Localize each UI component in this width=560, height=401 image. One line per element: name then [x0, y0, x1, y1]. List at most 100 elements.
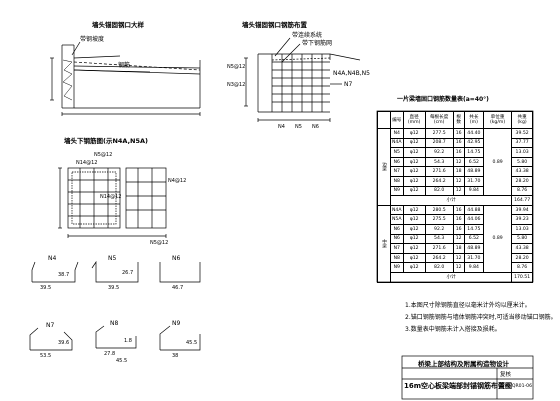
- bend-label-n5: N5: [108, 255, 117, 262]
- table-header-row: 编号直径(mm)每根长度(cm)根数共长(m)单位重(kg/m)共重(kg): [377, 111, 533, 129]
- notes-block: 1.本图尺寸除钢筋直径以毫米计外均以厘米计。 2.锚口钢筋钢筋与墙体钢筋冲突时,…: [405, 300, 557, 336]
- layout-col-mark-3: N6: [312, 124, 319, 130]
- table-cell: φ12: [402, 252, 426, 264]
- table-group-label: 中梁: [377, 204, 391, 283]
- table-cell: φ12: [402, 156, 426, 168]
- table-cell: φ12: [402, 185, 426, 197]
- table-cell: N8: [390, 175, 404, 187]
- layout-col-mark-1: N4: [278, 124, 285, 130]
- table-cell: φ12: [402, 233, 426, 245]
- layout-mark-left-2: N3@12: [227, 82, 246, 88]
- table-cell: N9: [390, 262, 404, 273]
- table-cell: 12: [452, 233, 465, 245]
- table-header-cell: [377, 111, 391, 129]
- table-cell: 9.84: [463, 262, 484, 273]
- table-cell: 92.2: [424, 147, 454, 158]
- bend-dim-n6-a: 46.7: [172, 285, 184, 291]
- table-cell: φ12: [402, 175, 426, 187]
- bend-dim-n5-b: 26.7: [122, 270, 134, 276]
- table-cell: 28.20: [511, 252, 533, 264]
- layout-mark-left-1: N5@12: [227, 64, 246, 70]
- section-view-title: 墙头下钢筋图(示N4A,N5A): [64, 137, 149, 145]
- sheet-title: 16m空心板梁端部封锚钢筋布置图: [404, 382, 513, 390]
- layout-callout-a: 带连续系统: [292, 32, 323, 39]
- table-cell: 280.5: [424, 204, 454, 216]
- table-cell: 54.3: [424, 233, 454, 245]
- table-cell: 16: [452, 128, 465, 139]
- table-cell: N4: [390, 128, 404, 139]
- table-cell: 31.70: [463, 175, 484, 187]
- table-cell: 48.89: [463, 166, 484, 177]
- table-header-cell: 共长(m): [463, 111, 484, 129]
- table-cell: 28.20: [511, 175, 533, 187]
- table-cell: 43.38: [511, 243, 533, 254]
- project-name: 桥梁上部结构及附属构造物设计: [418, 360, 509, 368]
- table-cell: 12: [452, 252, 465, 264]
- table-cell: 6.52: [463, 156, 484, 168]
- table-cell: 16: [452, 147, 465, 158]
- table-cell: 92.2: [424, 223, 454, 235]
- layout-col-mark-2: N5: [295, 124, 302, 130]
- table-cell: N4A: [390, 204, 404, 216]
- table-title: 一片梁墙固口钢筋数量表(a=40°): [397, 96, 489, 103]
- bend-dim-n9-a: 38: [172, 353, 179, 359]
- bend-dim-n9-b: 45.5: [186, 340, 198, 346]
- table-cell: 44.88: [463, 204, 484, 216]
- table-cell: 16: [452, 214, 465, 225]
- subtotal-value: 170.51: [511, 271, 533, 283]
- table-cell: N5: [390, 147, 404, 158]
- table-cell: 13.03: [511, 147, 533, 158]
- table-cell: 37.77: [511, 137, 533, 149]
- table-cell: 39.23: [511, 214, 533, 225]
- table-cell: 48.89: [463, 243, 484, 254]
- detail-callout-rebar: 钢筋: [118, 62, 131, 69]
- table-cell: 12: [452, 262, 465, 273]
- bend-dim-n7-a: 53.5: [40, 353, 52, 359]
- drawing-number: GS45/QR01-06: [498, 384, 533, 389]
- table-cell: 39.52: [511, 128, 533, 139]
- table-cell: φ12: [402, 137, 426, 149]
- table-cell: 12: [452, 175, 465, 187]
- bend-dim-n7-b: 39.6: [58, 340, 70, 346]
- table-cell: N6: [390, 233, 404, 245]
- bend-dim-n8-c: 45.5: [116, 358, 128, 364]
- section-callout-mid: N14@12: [100, 194, 122, 200]
- note-1: 1.本图尺寸除钢筋直径以毫米计外均以厘米计。: [405, 302, 531, 309]
- table-header-cell: 根数: [452, 111, 465, 129]
- table-cell: φ12: [402, 147, 426, 158]
- layout-view-title: 墙头锚固钢口钢筋布置: [242, 21, 307, 29]
- table-cell: 5.80: [511, 156, 533, 168]
- bend-dim-n4-b: 38.7: [58, 272, 70, 278]
- table-cell: φ12: [402, 128, 426, 139]
- table-cell: 16: [452, 204, 465, 216]
- rebar-quantity-table: 编号直径(mm)每根长度(cm)根数共长(m)单位重(kg/m)共重(kg)边梁…: [377, 111, 533, 283]
- table-cell: 208.7: [424, 137, 454, 149]
- table-header-cell: 每根长度(cm): [424, 111, 454, 129]
- table-group-label: 边梁: [377, 128, 391, 206]
- table-cell: 31.70: [463, 252, 484, 264]
- table-cell: 18: [452, 243, 465, 254]
- table-cell: 16: [452, 223, 465, 235]
- table-cell: N6: [390, 156, 404, 168]
- title-block-frame: [401, 355, 534, 400]
- anchor-layout-view: [244, 37, 361, 122]
- table-cell: 14.75: [463, 223, 484, 235]
- table-cell: 12: [452, 156, 465, 168]
- table-cell: 271.6: [424, 166, 454, 177]
- table-cell: 16: [452, 137, 465, 149]
- table-cell: φ12: [402, 243, 426, 254]
- table-cell: 275.5: [424, 214, 454, 225]
- bend-label-n4: N4: [48, 255, 57, 262]
- table-cell: 9.84: [463, 185, 484, 197]
- bend-dim-n4-a: 39.5: [40, 285, 52, 291]
- bend-label-n6: N6: [172, 255, 181, 262]
- table-cell: φ12: [402, 223, 426, 235]
- table-cell: φ12: [402, 262, 426, 273]
- table-cell: 8.76: [511, 185, 533, 197]
- table-cell: N5A: [390, 214, 404, 225]
